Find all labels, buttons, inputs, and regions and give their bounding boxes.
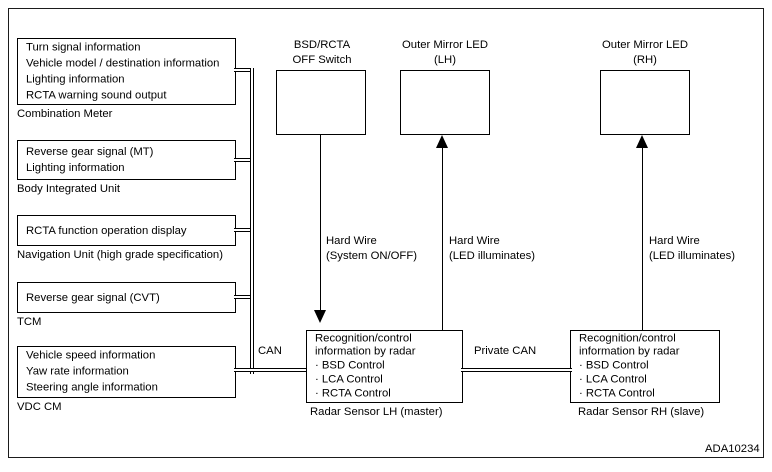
module-line: Yaw rate information <box>26 365 129 378</box>
tcm-caption: TCM <box>17 316 42 328</box>
combination-meter-caption: Combination Meter <box>17 108 113 120</box>
tcm-lines: Reverse gear signal (CVT) <box>26 289 231 305</box>
module-line: · BSD Control <box>579 359 649 372</box>
module-line: Reverse gear signal (CVT) <box>26 291 160 304</box>
body-integrated-unit-caption: Body Integrated Unit <box>17 183 120 195</box>
title-line: OFF Switch <box>292 53 352 66</box>
hard-wire-led-rh-label: Hard Wire (LED illuminates) <box>649 234 735 263</box>
module-line: Recognition/control <box>315 332 412 345</box>
module-line: Lighting information <box>26 162 125 174</box>
can-bus-vertical <box>250 68 254 374</box>
combination-meter-box: Turn signal information Vehicle model / … <box>17 38 236 105</box>
module-line: · BSD Control <box>315 359 385 372</box>
module-line: · LCA Control <box>579 373 647 386</box>
tcm-box: Reverse gear signal (CVT) <box>17 282 236 313</box>
wire-label-line: (System ON/OFF) <box>326 249 417 262</box>
outer-mirror-led-lh-title: Outer Mirror LED (LH) <box>390 38 500 67</box>
can-bus-label: CAN <box>256 345 284 357</box>
hardwire-arrow-into-led-lh <box>436 135 448 148</box>
title-line: Outer Mirror LED <box>602 39 688 51</box>
can-stub-vdc-cm <box>234 368 254 372</box>
hard-wire-system-onoff-label: Hard Wire (System ON/OFF) <box>326 234 417 263</box>
radar-sensor-lh-lines: Recognition/control information by radar… <box>315 332 458 401</box>
navigation-unit-box: RCTA function operation display <box>17 215 236 246</box>
can-stub-body-integrated-unit <box>234 158 254 162</box>
outer-mirror-led-rh-box <box>600 70 690 135</box>
module-line: Lighting information <box>26 73 125 86</box>
module-line: · LCA Control <box>315 373 383 386</box>
title-line: (LH) <box>434 53 456 66</box>
navigation-unit-caption: Navigation Unit (high grade specificatio… <box>17 249 223 261</box>
can-stub-tcm <box>234 295 254 299</box>
vdc-cm-caption: VDC CM <box>17 401 62 413</box>
module-line: Steering angle information <box>26 382 158 395</box>
radar-sensor-lh-box: Recognition/control information by radar… <box>306 330 463 403</box>
bsd-rcta-off-switch-title: BSD/RCTA OFF Switch <box>272 38 372 67</box>
vdc-cm-lines: Vehicle speed information Yaw rate infor… <box>26 348 231 397</box>
private-can-label: Private CAN <box>472 345 539 357</box>
module-line: RCTA warning sound output <box>26 89 167 102</box>
radar-sensor-rh-lines: Recognition/control information by radar… <box>579 332 715 401</box>
diagram-outer-frame <box>8 8 764 458</box>
module-line: · RCTA Control <box>579 387 655 400</box>
title-line: (RH) <box>633 53 657 66</box>
wire-label-line: Hard Wire <box>449 235 500 247</box>
combination-meter-lines: Turn signal information Vehicle model / … <box>26 39 231 104</box>
navigation-unit-lines: RCTA function operation display <box>26 222 231 238</box>
title-line: BSD/RCTA <box>293 39 351 51</box>
hardwire-line-radar-rh-to-led-rh <box>642 148 643 330</box>
wire-label-line: (LED illuminates) <box>449 249 536 262</box>
module-line: · RCTA Control <box>315 387 391 400</box>
module-line: information by radar <box>315 345 416 358</box>
can-stub-combination-meter <box>234 68 254 72</box>
hardwire-line-switch-to-radar-lh <box>320 135 321 310</box>
vdc-cm-box: Vehicle speed information Yaw rate infor… <box>17 346 236 398</box>
title-line: Outer Mirror LED <box>402 39 488 51</box>
module-line: Vehicle model / destination information <box>26 57 220 70</box>
wire-label-line: (LED illuminates) <box>649 249 736 262</box>
module-line: RCTA function operation display <box>26 224 187 237</box>
hard-wire-led-lh-label: Hard Wire (LED illuminates) <box>449 234 535 263</box>
body-integrated-unit-lines: Reverse gear signal (MT) Lighting inform… <box>26 144 231 176</box>
hardwire-arrow-into-radar-lh <box>314 310 326 323</box>
hardwire-line-radar-lh-to-led-lh <box>442 148 443 330</box>
body-integrated-unit-box: Reverse gear signal (MT) Lighting inform… <box>17 140 236 180</box>
module-line: Reverse gear signal (MT) <box>26 145 154 158</box>
hardwire-arrow-into-led-rh <box>636 135 648 148</box>
radar-sensor-rh-caption: Radar Sensor RH (slave) <box>578 406 705 418</box>
radar-sensor-rh-box: Recognition/control information by radar… <box>570 330 720 403</box>
module-line: Recognition/control <box>579 332 676 345</box>
outer-mirror-led-rh-title: Outer Mirror LED (RH) <box>590 38 700 67</box>
module-line: Turn signal information <box>26 41 141 54</box>
can-stub-navigation-unit <box>234 228 254 232</box>
wire-label-line: Hard Wire <box>326 235 377 247</box>
module-line: Vehicle speed information <box>26 349 156 362</box>
private-can-bus <box>461 368 572 372</box>
wire-label-line: Hard Wire <box>649 235 700 247</box>
outer-mirror-led-lh-box <box>400 70 490 135</box>
bsd-rcta-off-switch-box <box>276 70 366 135</box>
diagram-code: ADA10234 <box>705 443 760 455</box>
module-line: information by radar <box>579 345 680 358</box>
radar-sensor-lh-caption: Radar Sensor LH (master) <box>310 406 443 418</box>
can-bus-to-radar-lh <box>250 368 306 372</box>
